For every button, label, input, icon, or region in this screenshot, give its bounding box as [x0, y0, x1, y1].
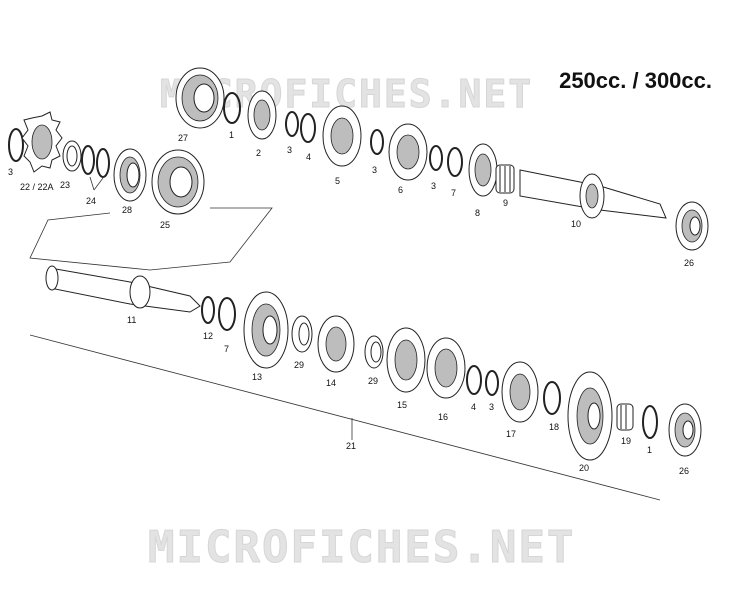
- gear-14: [317, 315, 355, 373]
- bearing-9: [495, 164, 515, 194]
- sprocket-22: [21, 111, 63, 173]
- label-3-left: 3: [8, 167, 13, 177]
- label-18: 18: [549, 422, 559, 432]
- label-26-top: 26: [684, 258, 694, 268]
- shaft-11: [45, 265, 201, 313]
- label-27: 27: [178, 133, 188, 143]
- label-2: 2: [256, 148, 261, 158]
- circlip-3-top-c: [429, 145, 443, 171]
- circlip-12: [201, 296, 215, 324]
- label-3-bottom: 3: [489, 402, 494, 412]
- label-12: 12: [203, 331, 213, 341]
- washer-18: [543, 381, 561, 415]
- circlip-3-top-a: [285, 111, 299, 137]
- label-16: 16: [438, 412, 448, 422]
- needle-bearing-29b: [364, 335, 384, 369]
- label-7-bottom: 7: [224, 344, 229, 354]
- label-23: 23: [60, 180, 70, 190]
- bearing-27: [175, 67, 225, 129]
- group-outline: [29, 207, 273, 271]
- label-14: 14: [326, 378, 336, 388]
- gear-17: [501, 361, 539, 423]
- label-1-top: 1: [229, 130, 234, 140]
- washer-7-top: [447, 147, 463, 177]
- washer-1-bottom: [642, 405, 658, 439]
- gear-16: [426, 337, 466, 399]
- circlip-3-left: [8, 128, 24, 162]
- label-7-top: 7: [451, 188, 456, 198]
- label-24: 24: [86, 196, 96, 206]
- watermark-bottom: MICROFICHES.NET: [147, 522, 576, 574]
- needle-bearing-29a: [291, 315, 313, 353]
- label-21: 21: [346, 441, 356, 451]
- model-title: 250cc. / 300cc.: [559, 68, 712, 93]
- label-3-top-b: 3: [372, 165, 377, 175]
- label-28: 28: [122, 205, 132, 215]
- label-4-bottom: 4: [471, 402, 476, 412]
- bearing-25: [151, 149, 205, 215]
- label-13: 13: [252, 372, 262, 382]
- label-10: 10: [571, 219, 581, 229]
- label-15: 15: [397, 400, 407, 410]
- oring-24b: [96, 148, 110, 178]
- label-8: 8: [475, 208, 480, 218]
- circlip-3-bottom: [485, 370, 499, 396]
- label-6: 6: [398, 185, 403, 195]
- gear-5: [322, 105, 362, 167]
- label-20: 20: [579, 463, 589, 473]
- bearing-19: [616, 403, 634, 431]
- washer-7-bottom: [218, 297, 236, 331]
- label-29b: 29: [368, 376, 378, 386]
- label-4-top: 4: [306, 152, 311, 162]
- label-26-bottom: 26: [679, 466, 689, 476]
- washer-4-bottom: [466, 365, 482, 395]
- gear-15: [386, 327, 426, 393]
- gear-6: [388, 123, 428, 181]
- label-5: 5: [335, 176, 340, 186]
- label-25: 25: [160, 220, 170, 230]
- assembly-line-21: [29, 334, 661, 501]
- gear-2: [247, 90, 277, 140]
- shaft-10: [519, 169, 667, 219]
- washer-1-top: [223, 92, 241, 124]
- label-22: 22 / 22A: [20, 182, 54, 192]
- label-9: 9: [503, 198, 508, 208]
- label-19: 19: [621, 436, 631, 446]
- gear-8: [468, 143, 498, 197]
- label-3-top-c: 3: [431, 181, 436, 191]
- label-11: 11: [127, 315, 136, 325]
- bearing-26-top: [675, 201, 709, 251]
- washer-4-top: [300, 113, 316, 143]
- seal-28: [113, 148, 147, 202]
- label-17: 17: [506, 429, 516, 439]
- spacer-23: [62, 140, 82, 172]
- label-29a: 29: [294, 360, 304, 370]
- gear-20: [567, 371, 613, 461]
- gear-13: [243, 291, 289, 369]
- bearing-26-bottom: [668, 403, 702, 457]
- label-3-top-a: 3: [287, 145, 292, 155]
- circlip-3-top-b: [370, 129, 384, 155]
- label-1-bottom: 1: [647, 445, 652, 455]
- oring-24a: [81, 145, 95, 175]
